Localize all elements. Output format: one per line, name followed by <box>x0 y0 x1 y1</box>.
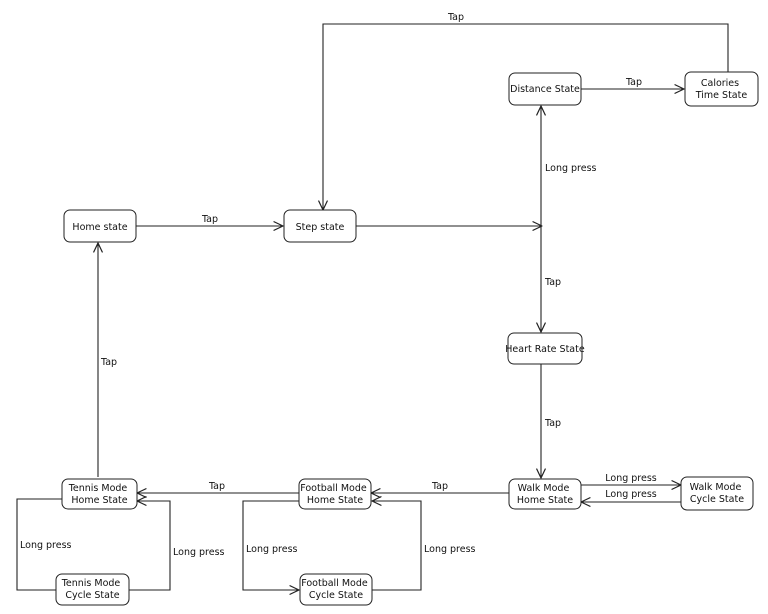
node-step-state: Step state <box>283 209 357 243</box>
node-tennis-mode-cycle-state: Tennis Mode Cycle State <box>55 573 130 606</box>
node-label: Walk Mode Cycle State <box>690 482 745 505</box>
node-label: Distance State <box>510 84 580 95</box>
node-label: Tennis Mode Cycle State <box>61 578 124 601</box>
node-label: Home state <box>72 222 127 233</box>
node-label: Football Mode Cycle State <box>301 578 371 601</box>
edge-label-tennis-cycle-to-tennis-home: Long press <box>173 547 225 558</box>
edge-tennis-cycle-to-tennis-home: Long press <box>129 501 225 591</box>
node-walk-mode-cycle-state: Walk Mode Cycle State <box>680 476 754 511</box>
edge-heart-rate-to-walk-home: Tap <box>541 364 561 478</box>
node-home-state: Home state <box>63 209 137 243</box>
node-heart-rate-state: Heart Rate State <box>505 332 585 365</box>
edge-label-tennis-home-to-home: Tap <box>100 357 117 368</box>
node-label: Walk Mode Home State <box>517 483 573 506</box>
edge-distance-to-calories: Tap <box>581 77 684 89</box>
edge-label-football-home-to-football-cycle: Long press <box>246 544 298 555</box>
edge-tennis-home-to-tennis-cycle: Long press <box>16 498 72 591</box>
node-football-mode-home-state: Football Mode Home State <box>298 478 372 510</box>
edge-football-home-to-tennis-home: Tap <box>137 481 299 493</box>
edge-home-to-step: Tap <box>136 214 283 226</box>
node-football-mode-cycle-state: Football Mode Cycle State <box>299 573 373 606</box>
edge-football-home-to-football-cycle: Long press <box>242 500 299 590</box>
edge-label-calories-to-step: Tap <box>447 12 464 23</box>
edge-label-home-to-step: Tap <box>201 214 218 225</box>
node-calories-time-state: Calories Time State <box>684 71 759 107</box>
node-label: Heart Rate State <box>505 344 585 355</box>
edge-label-heart-rate-to-walk-home: Tap <box>544 418 561 429</box>
edge-junction-to-distance: Long press <box>541 106 597 226</box>
node-label: Football Mode Home State <box>300 483 370 506</box>
node-label: Calories Time State <box>695 78 748 101</box>
edge-label-tennis-home-to-tennis-cycle: Long press <box>20 540 72 551</box>
edge-label-junction-to-distance: Long press <box>545 163 597 174</box>
edge-walk-home-to-walk-cycle: Long press <box>581 473 681 485</box>
node-label: Step state <box>296 222 345 233</box>
edge-label-walk-cycle-to-walk-home: Long press <box>605 489 657 500</box>
node-tennis-mode-home-state: Tennis Mode Home State <box>61 478 138 510</box>
edge-football-cycle-to-football-home: Long press <box>372 501 476 591</box>
edge-junction-to-heart-rate: Tap <box>541 226 561 332</box>
node-distance-state: Distance State <box>508 72 582 106</box>
edge-calories-to-step: Tap <box>323 12 729 210</box>
edge-label-football-home-to-tennis-home: Tap <box>208 481 225 492</box>
edge-label-football-cycle-to-football-home: Long press <box>424 544 476 555</box>
edge-label-distance-to-calories: Tap <box>625 77 642 88</box>
node-walk-mode-home-state: Walk Mode Home State <box>508 478 582 510</box>
edge-label-walk-home-to-football-home: Tap <box>431 481 448 492</box>
edge-label-walk-home-to-walk-cycle: Long press <box>605 473 657 484</box>
edge-label-junction-to-heart-rate: Tap <box>544 277 561 288</box>
edge-walk-cycle-to-walk-home: Long press <box>581 489 681 502</box>
edge-tennis-home-to-home: Tap <box>98 243 117 477</box>
node-label: Tennis Mode Home State <box>68 483 131 506</box>
edge-walk-home-to-football-home: Tap <box>371 481 509 493</box>
